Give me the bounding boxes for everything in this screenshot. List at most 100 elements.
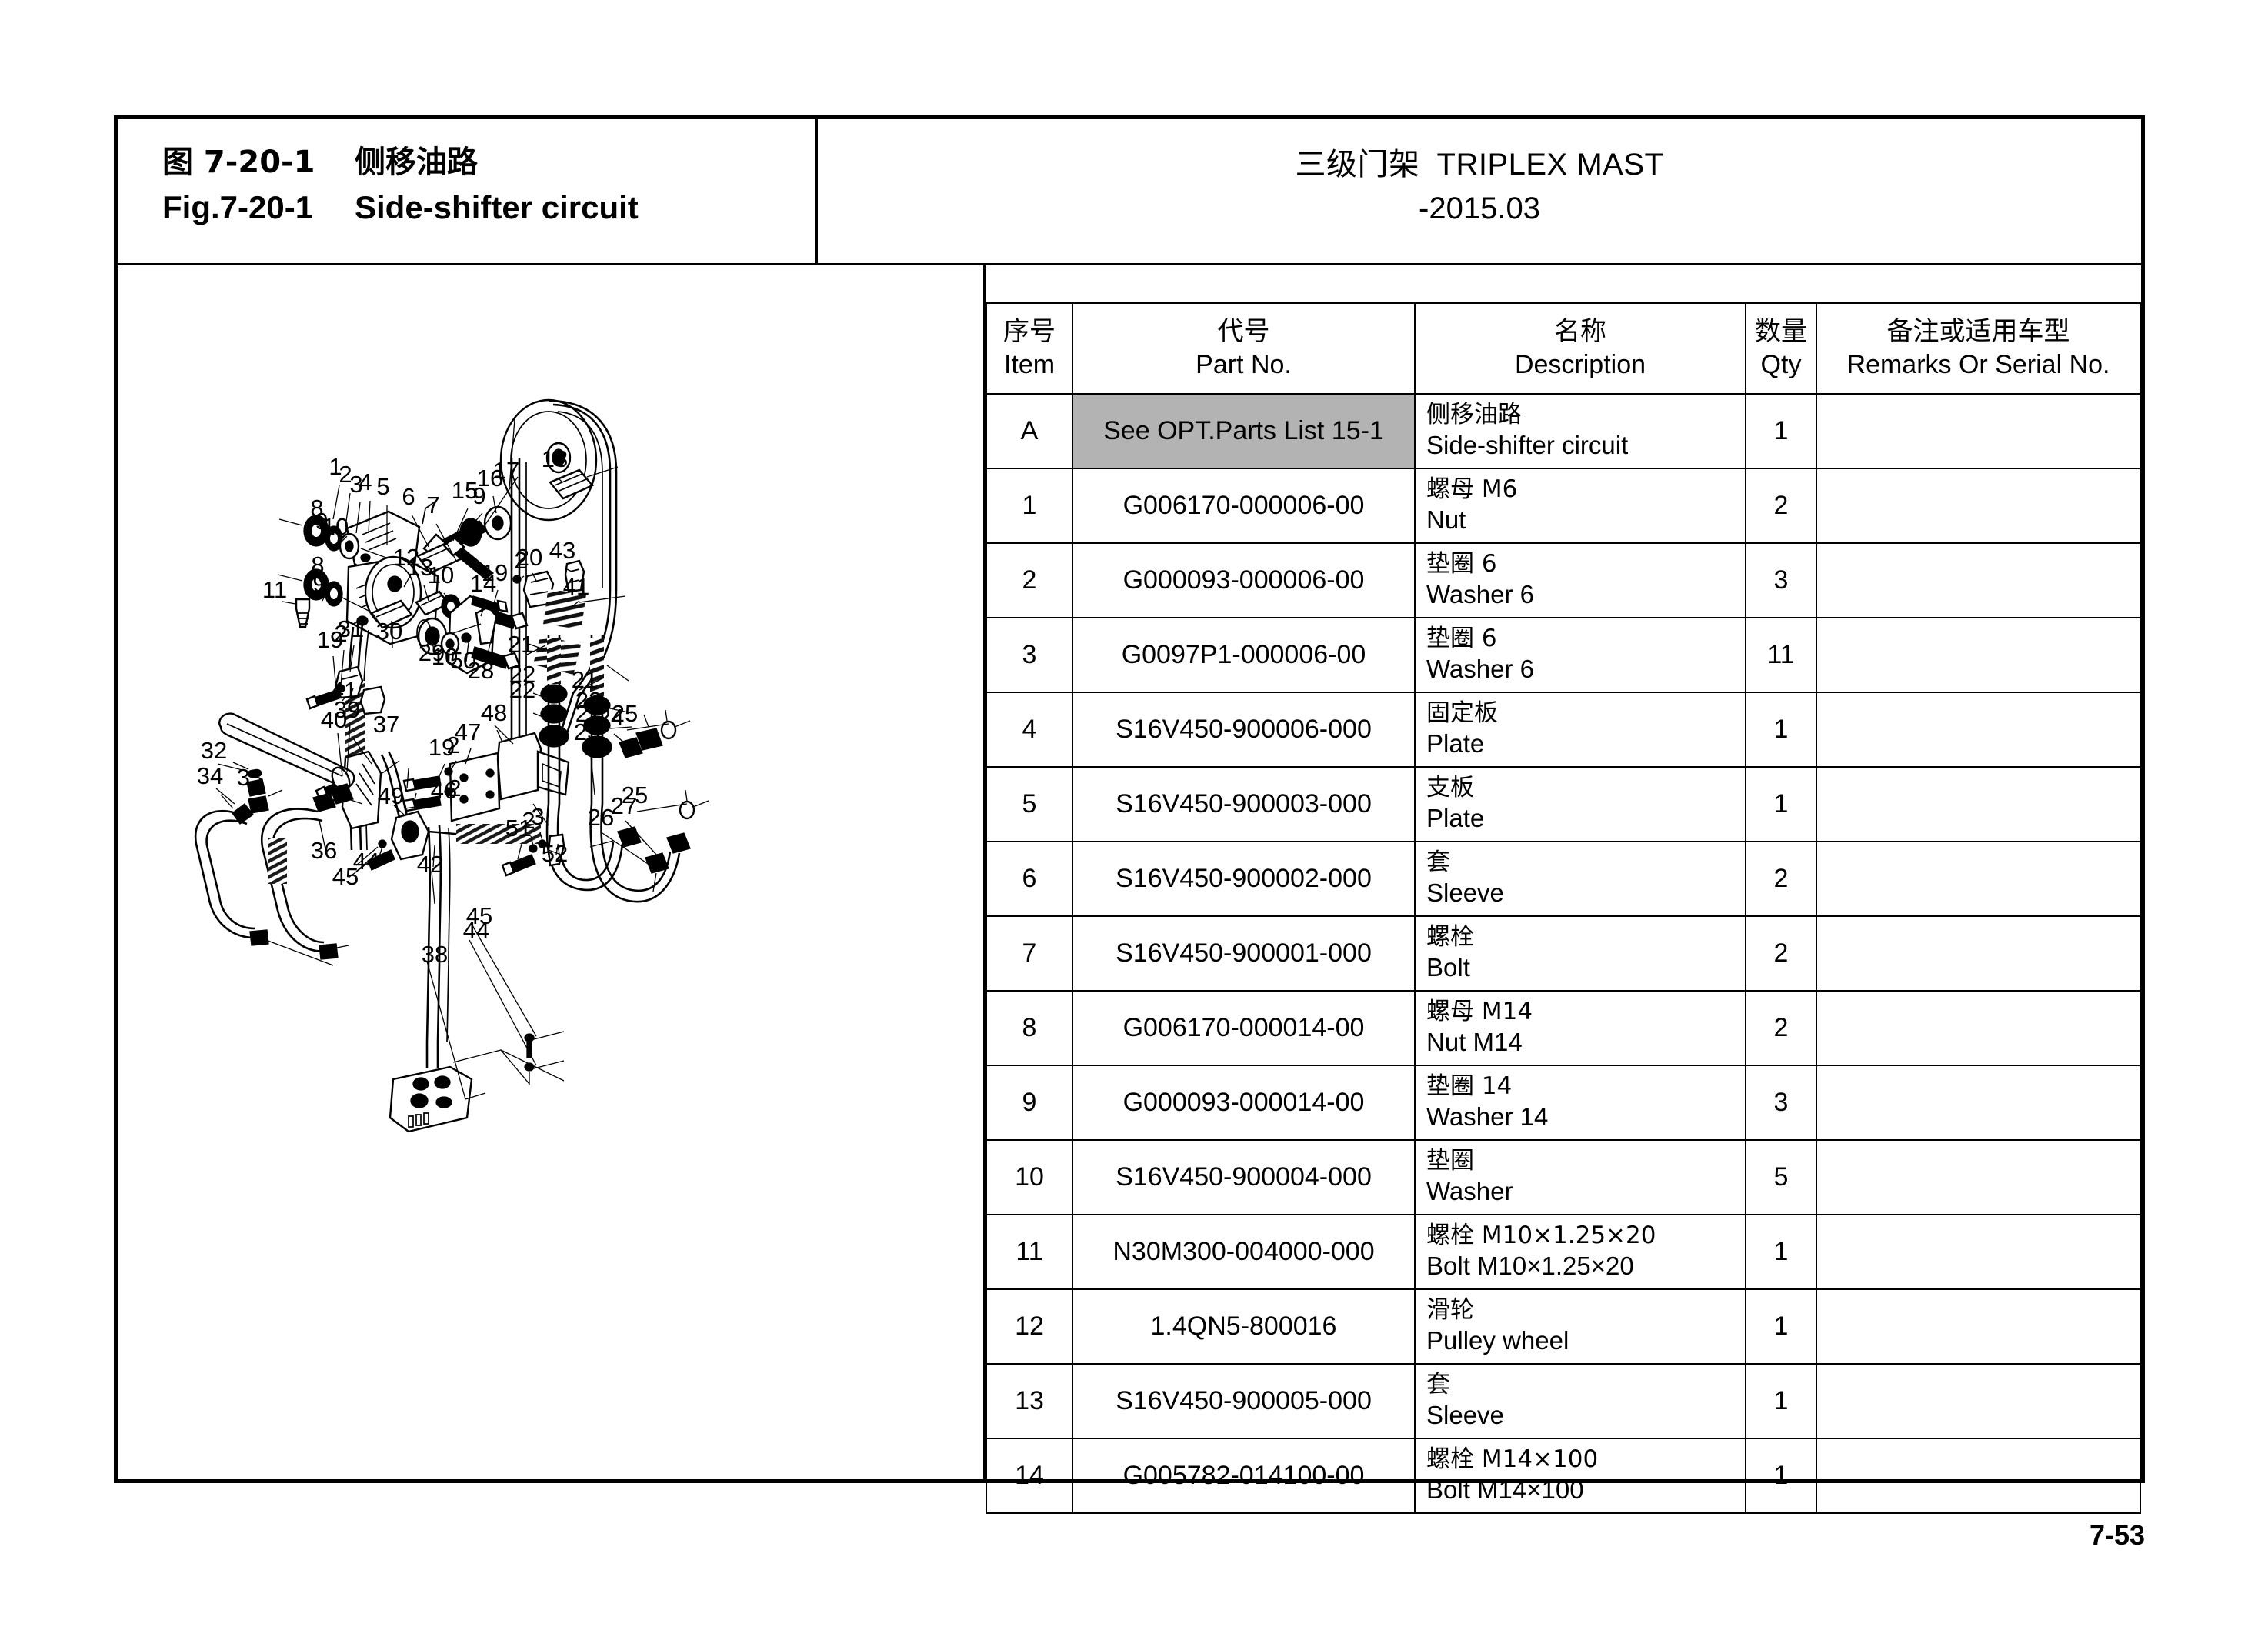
bolt-28-lower xyxy=(471,646,521,670)
cell-item: 10 xyxy=(986,1139,1073,1215)
callout-number: 2 xyxy=(448,775,461,802)
figure-number-english: Fig.7-20-1 xyxy=(162,188,314,225)
callout-number: 5 xyxy=(376,473,389,500)
callout-number: 33 xyxy=(237,764,263,791)
cell-qty: 1 xyxy=(1745,393,1817,469)
cell-remarks xyxy=(1816,766,2141,842)
header-qty-chinese: 数量 xyxy=(1755,315,1807,347)
cell-part-no: 1.4QN5-800016 xyxy=(1072,1288,1416,1365)
description-chinese: 套 xyxy=(1426,848,1450,877)
hose-34-loop xyxy=(194,810,269,946)
callout-number: 47 xyxy=(455,718,481,745)
description-chinese: 固定板 xyxy=(1426,699,1498,728)
callout-number: 45 xyxy=(466,902,492,929)
description-chinese: 垫圈 6 xyxy=(1426,550,1497,578)
washer-16 xyxy=(483,505,512,541)
callout-number: 1 xyxy=(329,453,342,480)
callout-number: 40 xyxy=(321,706,347,733)
cell-qty: 1 xyxy=(1745,692,1817,768)
description-chinese: 螺母 M14 xyxy=(1426,998,1533,1026)
callout-number: 42 xyxy=(417,851,443,878)
cell-qty: 11 xyxy=(1745,617,1817,693)
cell-item: 12 xyxy=(986,1288,1073,1365)
callout-number: 9 xyxy=(312,570,325,597)
washer-2-clamp xyxy=(512,575,522,584)
header-desc-english: Description xyxy=(1514,350,1646,380)
callout-number: 4 xyxy=(359,468,372,495)
cell-qty: 5 xyxy=(1745,1139,1817,1215)
cell-remarks xyxy=(1816,1214,2141,1290)
cell-remarks xyxy=(1816,1288,2141,1365)
callout-number: 44 xyxy=(463,917,489,944)
description-english: Sleeve xyxy=(1426,878,1504,908)
hose-42 xyxy=(425,824,541,1043)
clamp-31-lower xyxy=(359,685,386,715)
description-english: Plate xyxy=(1426,804,1485,833)
sleeve-30 xyxy=(370,599,413,629)
description-chinese: 螺栓 M14×100 xyxy=(1426,1445,1599,1474)
callout-number: 24 xyxy=(598,704,624,731)
header-part-chinese: 代号 xyxy=(1217,315,1270,347)
header-part-english: Part No. xyxy=(1196,350,1292,380)
callout-number: 39 xyxy=(334,696,360,723)
cell-item: 1 xyxy=(986,468,1073,544)
mast-name-chinese: 三级门架 xyxy=(1295,147,1420,182)
callout-number: 19 xyxy=(317,626,343,653)
cell-remarks xyxy=(1816,1363,2141,1439)
mast-name-english: TRIPLEX MAST xyxy=(1436,148,1664,182)
callout-number: 30 xyxy=(376,618,402,645)
parts-list-panel: 序号 Item 代号 Part No. 名称 Description 数量 xyxy=(983,265,2141,1514)
cell-remarks xyxy=(1816,393,2141,469)
cell-qty: 1 xyxy=(1745,1363,1817,1439)
cell-item: 6 xyxy=(986,841,1073,917)
callout-number: 45 xyxy=(332,863,359,890)
pin-45-44-bottom xyxy=(500,1031,565,1085)
nut-8-upper xyxy=(303,515,329,547)
cell-item: 5 xyxy=(986,766,1073,842)
cell-remarks xyxy=(1816,1139,2141,1215)
cell-remarks xyxy=(1816,1438,2141,1514)
callout-number: 22 xyxy=(575,700,602,727)
exploded-view-diagram: .ln { fill:none; stroke:#000; stroke-wid… xyxy=(118,265,983,1479)
callout-number: 34 xyxy=(197,762,223,789)
cell-part-no: G006170-000014-00 xyxy=(1072,990,1416,1066)
cell-item: 11 xyxy=(986,1214,1073,1290)
callout-number: 46 xyxy=(431,777,457,804)
hose-36-loop xyxy=(260,808,349,960)
cell-remarks xyxy=(1816,990,2141,1066)
description-chinese: 支板 xyxy=(1426,774,1474,802)
fitting-35 xyxy=(312,783,363,812)
callout-number: 35 xyxy=(324,781,350,808)
fitting-25-lower xyxy=(679,789,709,820)
hose-21-left xyxy=(528,635,569,804)
callout-number: 13 xyxy=(407,554,433,581)
bolt-19-left xyxy=(305,689,340,710)
callout-number: 36 xyxy=(311,837,337,864)
cell-qty: 1 xyxy=(1745,1214,1817,1290)
description-chinese: 螺栓 M10×1.25×20 xyxy=(1426,1222,1656,1250)
cell-qty: 1 xyxy=(1745,766,1817,842)
description-english: Side-shifter circuit xyxy=(1426,431,1629,460)
